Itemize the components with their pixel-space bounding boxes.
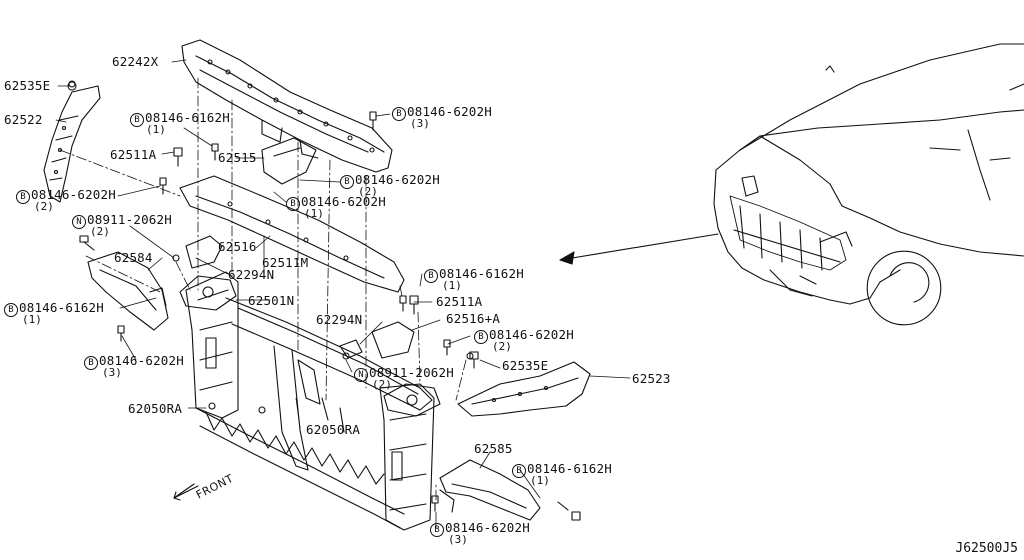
alignment-lines: [59, 77, 467, 501]
callout-62050RA-center: 62050RA: [306, 422, 361, 437]
bolt-b-symbol-icon: B: [430, 523, 444, 537]
bolt-b-symbol-icon: B: [84, 356, 98, 370]
callout-qty: (3): [410, 117, 430, 130]
bolt-b-symbol-icon: B: [16, 190, 30, 204]
callout-62535E-right: 62535E: [502, 358, 549, 373]
callout-qty: (3): [448, 533, 468, 546]
callout-62585: 62585: [474, 441, 513, 456]
callout-qty: (1): [442, 279, 462, 292]
callout-qty: (2): [372, 378, 392, 391]
callout-qty: (1): [304, 207, 324, 220]
callout-qty: (2): [34, 200, 54, 213]
bolt-b-symbol-icon: B: [4, 303, 18, 317]
callout-62511M: 62511M: [262, 255, 309, 270]
callout-62523: 62523: [632, 371, 671, 386]
callout-qty: (1): [146, 123, 166, 136]
nut-n-symbol-icon: N: [354, 368, 368, 382]
callout-qty: (1): [530, 474, 550, 487]
callout-62294N-lower: 62294N: [316, 312, 363, 327]
callout-62242X: 62242X: [112, 54, 159, 69]
callout-qty: (1): [22, 313, 42, 326]
callout-62511A-left: 62511A: [110, 147, 157, 162]
callout-62516: 62516: [218, 239, 257, 254]
front-arrow-icon: [173, 483, 199, 501]
callout-qty: (3): [102, 366, 122, 379]
callout-62516-plus-a: 62516+A: [446, 311, 501, 326]
bolt-b-symbol-icon: B: [474, 330, 488, 344]
callout-62511A-right: 62511A: [436, 294, 483, 309]
small-brackets-part: [185, 137, 415, 359]
radiator-core-support-part: [179, 271, 441, 531]
vehicle-location-sketch: [713, 43, 1024, 326]
right-side-member-part: [457, 361, 591, 417]
callout-62501N: 62501N: [248, 293, 295, 308]
nut-n-symbol-icon: N: [72, 215, 86, 229]
callout-62584: 62584: [114, 250, 153, 265]
callout-qty: (2): [90, 225, 110, 238]
callout-62535E-left: 62535E: [4, 78, 51, 93]
left-air-guide-part: [87, 251, 169, 331]
location-pointer-arrow-icon: [559, 233, 719, 265]
callout-62515: 62515: [218, 150, 257, 165]
middle-reinforcement-part: [179, 175, 405, 293]
leader-lines: [55, 59, 631, 529]
bolt-b-symbol-icon: B: [340, 175, 354, 189]
right-air-guide-part: [439, 459, 541, 521]
callout-62522: 62522: [4, 112, 43, 127]
callout-62050RA-left: 62050RA: [128, 401, 183, 416]
callout-qty: (2): [358, 185, 378, 198]
upper-core-support-part: [181, 39, 393, 173]
bolt-b-symbol-icon: B: [424, 269, 438, 283]
left-side-member-part: [43, 81, 101, 203]
callout-qty: (2): [492, 340, 512, 353]
callout-62294N-upper: 62294N: [228, 267, 275, 282]
bolt-b-symbol-icon: B: [286, 197, 300, 211]
bolt-b-symbol-icon: B: [392, 107, 406, 121]
figure-id: J62500J5: [955, 541, 1018, 556]
bolt-b-symbol-icon: B: [512, 464, 526, 478]
fasteners-part: [68, 80, 581, 521]
bolt-b-symbol-icon: B: [130, 113, 144, 127]
